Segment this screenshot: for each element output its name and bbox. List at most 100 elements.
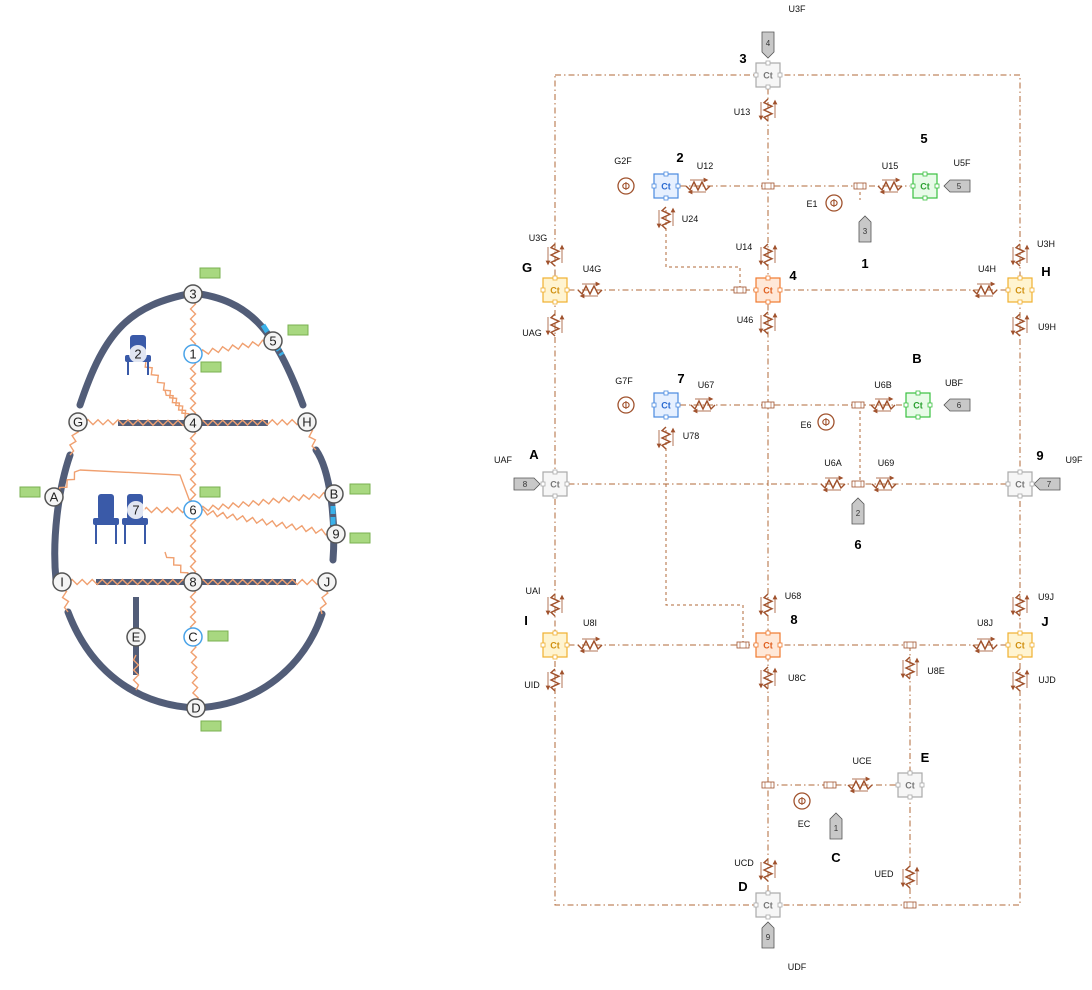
phi-glyph: Φ [798, 795, 807, 808]
left-node-7: 7 [127, 501, 145, 519]
left-node-label: B [330, 487, 339, 502]
link-4-6 [189, 422, 197, 511]
tag-number: 5 [957, 182, 962, 191]
zone-node-B: Ct [903, 390, 933, 420]
conductance-label: U14 [736, 242, 753, 252]
resistor-symbol [660, 426, 672, 450]
left-node-B: B [324, 484, 344, 504]
conductance-label: U4H [978, 264, 996, 274]
left-node-label: 9 [332, 527, 339, 542]
conductance-U6A: U6A [820, 458, 846, 493]
link-E-wall [132, 654, 140, 691]
ct-label: Ct [550, 286, 560, 296]
network-connections [554, 74, 1021, 906]
ct-label: Ct [763, 71, 773, 81]
heat-source-EC: ΦEC [793, 792, 811, 829]
conductance-label: U8J [977, 618, 993, 628]
conductance-label: U68 [785, 591, 802, 601]
link-6-9 [192, 508, 337, 536]
conductance-label: UCE [852, 756, 871, 766]
zone-node-4: Ct [753, 275, 783, 305]
link-4-H [192, 418, 308, 427]
conductance-U24: U24 [656, 206, 698, 230]
conductance-U3H: U3H [1010, 239, 1055, 267]
ct-label: Ct [905, 781, 915, 791]
conductance-label: U8C [788, 673, 807, 683]
boundary-tag-1: 1 [829, 812, 843, 840]
extra-label-C: C [831, 850, 841, 865]
left-node-label: H [302, 415, 311, 430]
link-C-D [189, 636, 200, 709]
wall-left-mid [51, 451, 74, 584]
left-node-J: J [317, 572, 337, 592]
conductance-U3G: U3G [529, 233, 565, 267]
left-node-A: A [44, 487, 64, 507]
left-node-label: 5 [269, 334, 276, 349]
resistor-symbol [1014, 313, 1026, 337]
sensor-9 [349, 532, 371, 544]
resistor-symbol [549, 668, 561, 692]
conductance-label: UJD [1038, 675, 1056, 685]
junction [851, 480, 865, 488]
zone-node-5: Ct [910, 171, 940, 201]
link-1-4 [189, 353, 197, 424]
left-node-label: 3 [189, 287, 196, 302]
tag-number: 6 [957, 401, 962, 410]
ct-label: Ct [763, 641, 773, 651]
link-I-8 [61, 578, 194, 586]
zone-node-2: Ct [651, 171, 681, 201]
resistor-symbol [762, 243, 774, 267]
flux-label: E6 [800, 420, 811, 430]
ct-label: Ct [661, 401, 671, 411]
left-node-label: 1 [189, 347, 196, 362]
resistor-symbol [549, 313, 561, 337]
conductance-U9J: U9J [1010, 592, 1054, 617]
conductance-label: U9J [1038, 592, 1054, 602]
left-node-label: J [324, 575, 331, 590]
conductance-label: U6A [824, 458, 842, 468]
frame-outer [554, 74, 1021, 906]
flux-label: G7F [615, 376, 633, 386]
zone-label-J: J [1041, 614, 1048, 629]
zone-node-E: Ct [895, 770, 925, 800]
conductance-label: U8I [583, 618, 597, 628]
extra-label-1: 1 [861, 256, 868, 271]
conductance-UED: UED [874, 865, 920, 889]
tag-number: 9 [766, 933, 771, 942]
conductance-UAI: UAI [525, 586, 565, 617]
zone-label-4: 4 [789, 268, 797, 283]
conductance-U4G: U4G [577, 264, 603, 299]
sensor-B [349, 483, 371, 495]
zone-label-7: 7 [677, 371, 684, 386]
link-6-8 [189, 509, 197, 583]
zone-label-D: D [738, 879, 747, 894]
left-node-label: D [191, 701, 200, 716]
extra-label-6: 6 [854, 537, 861, 552]
resistor-symbol [549, 243, 561, 267]
conductance-label: U46 [737, 315, 754, 325]
ct-label: Ct [763, 901, 773, 911]
sensor-3 [199, 267, 221, 279]
left-node-label: 7 [132, 503, 139, 518]
heat-source-E6: ΦE6 [800, 413, 835, 431]
conductance-label: U4G [583, 264, 602, 274]
resistor-symbol [762, 666, 774, 690]
wall-bottom [64, 608, 326, 712]
seat-7a-icon [93, 494, 119, 544]
sensor-5 [287, 324, 309, 336]
resistor-symbol [762, 98, 774, 122]
left-node-label: I [60, 575, 64, 590]
resistor-symbol [1014, 668, 1026, 692]
link-2-4 [665, 210, 741, 290]
left-node-4: 4 [183, 413, 203, 433]
left-node-label: G [73, 415, 83, 430]
link-8-J [192, 578, 328, 586]
conductance-U4H: U4H [972, 264, 998, 299]
